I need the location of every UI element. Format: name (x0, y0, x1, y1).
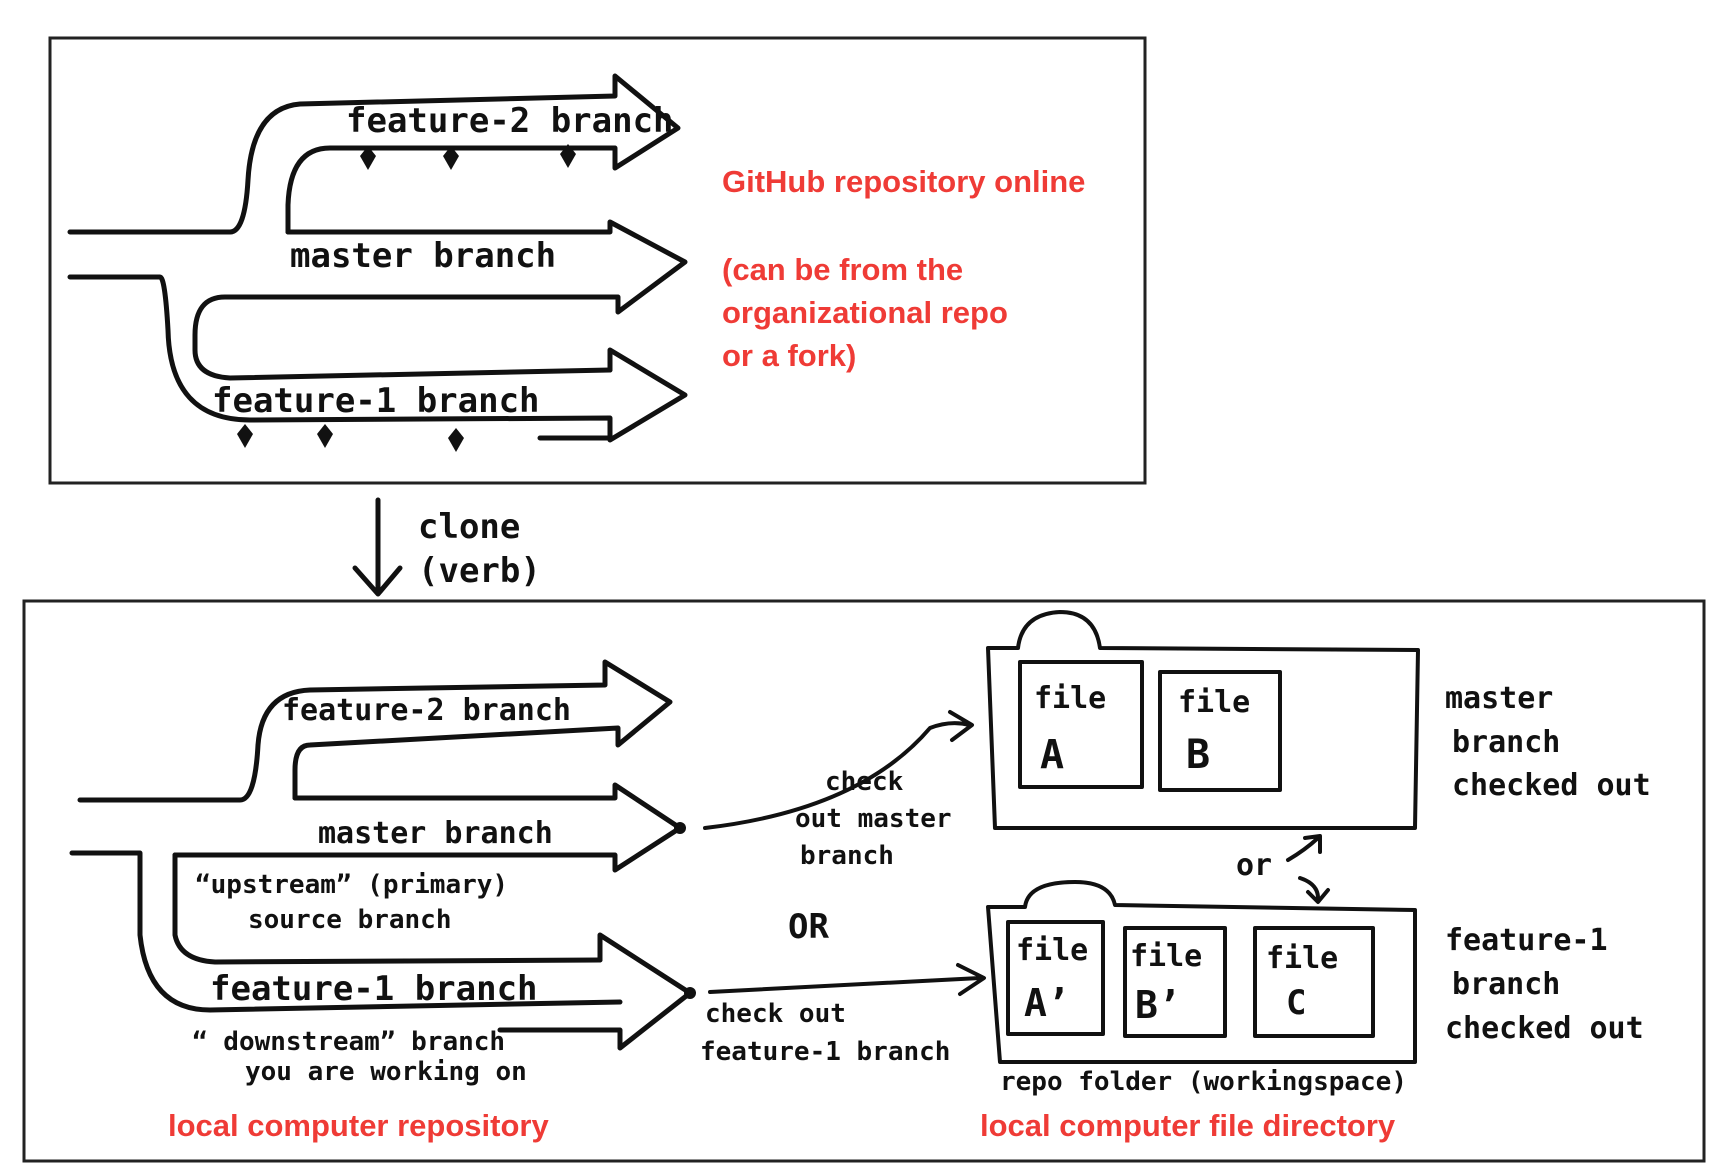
file-b-prime-label: file (1130, 939, 1202, 974)
checkout-master-note-line-3: branch (800, 841, 894, 871)
file-a-label: file (1034, 681, 1106, 716)
checkout-feature1-note-line-1: check out (705, 999, 846, 1029)
file-b-prime-box (1123, 926, 1227, 1038)
remote-panel-frame (48, 36, 1147, 485)
commit-marker-icon (560, 144, 576, 168)
master-side-label-line-2: branch (1452, 725, 1560, 760)
clone-down-arrow-icon (352, 497, 403, 597)
local-master-label: master branch (318, 816, 553, 851)
remote-feature1-commits (237, 424, 464, 452)
commit-marker-icon (443, 146, 459, 170)
feature1-file-b-prime: file B’ (1123, 926, 1227, 1038)
remote-feature1-label: feature-1 branch (212, 381, 540, 421)
local-upstream-note-line-2: source branch (248, 905, 452, 935)
local-repository-panel: feature-2 branch master branch “upstream… (22, 599, 1706, 1163)
switch-up-arrow-icon (1286, 834, 1322, 862)
local-upstream-note-line-1: “upstream” (primary) (195, 870, 508, 900)
local-upstream-branch-loop (69, 850, 623, 1013)
master-file-b: file B (1158, 670, 1282, 792)
master-folder-icon (986, 610, 1420, 830)
local-feature2-branch-arrow (77, 659, 673, 803)
file-b-name: B (1186, 732, 1210, 778)
commit-marker-icon (360, 146, 376, 170)
remote-master-branch-arrow (67, 274, 253, 423)
commit-marker-icon (237, 424, 253, 448)
feature1-file-c: file C (1253, 926, 1375, 1038)
checkout-feature1-note-line-2: feature-1 branch (700, 1037, 950, 1067)
feature1-side-label-line-2: branch (1452, 967, 1560, 1002)
local-master-tip-dot (674, 822, 686, 834)
local-downstream-note-line-1: “ downstream” branch (192, 1027, 505, 1057)
feature1-folder-icon (986, 880, 1417, 1064)
clone-step: clone (verb) (352, 497, 541, 597)
switch-down-arrow-icon (1298, 876, 1330, 904)
file-c-label: file (1266, 941, 1338, 976)
checkout-feature1-arrow (708, 963, 986, 996)
file-a-name: A (1040, 732, 1064, 778)
remote-master-branch-body (192, 219, 688, 381)
local-downstream-note-line-2: you are working on (245, 1057, 527, 1087)
file-directory-caption: local computer file directory (980, 1108, 1396, 1143)
file-a-prime-name: A’ (1024, 981, 1070, 1025)
commit-marker-icon (448, 428, 464, 452)
remote-caption-title: GitHub repository online (722, 164, 1085, 199)
file-directory: file A file B master branch checked out … (980, 610, 1651, 1143)
clone-label-line-1: clone (418, 507, 520, 547)
local-feature1-label: feature-1 branch (210, 969, 538, 1009)
local-feature2-label: feature-2 branch (282, 693, 571, 728)
file-b-box (1158, 670, 1282, 792)
checkout-master-arrow (703, 710, 974, 830)
remote-caption-note-line-2: organizational repo (722, 295, 1008, 330)
feature1-side-label-line-3: checked out (1445, 1011, 1644, 1046)
feature1-side-label-line-1: feature-1 (1445, 923, 1608, 958)
remote-feature2-branch-arrow (67, 73, 681, 235)
remote-caption-note-line-1: (can be from the (722, 252, 963, 287)
repo-folder-caption: repo folder (workingspace) (1000, 1067, 1407, 1097)
commit-marker-icon (317, 424, 333, 448)
remote-feature2-label: feature-2 branch (346, 101, 674, 141)
file-b-label: file (1178, 685, 1250, 720)
remote-caption-note-line-3: or a fork) (722, 338, 856, 373)
directory-or-label: or (1236, 848, 1272, 883)
remote-feature2-commits (360, 144, 576, 170)
file-b-prime-name: B’ (1135, 983, 1181, 1027)
master-side-label-line-3: checked out (1452, 768, 1651, 803)
remote-repository-panel: feature-2 branch master branch feature-1… (48, 36, 1147, 485)
local-feature1-branch-arrow (497, 932, 693, 1051)
master-side-label-line-1: master (1445, 681, 1553, 716)
checkout-master-note-line-1: check (825, 767, 904, 797)
clone-label-line-2: (verb) (418, 551, 541, 591)
local-feature1-tip-dot (684, 987, 696, 999)
file-a-box (1018, 660, 1144, 789)
remote-master-label: master branch (290, 236, 556, 276)
remote-feature1-branch-arrow (247, 347, 688, 443)
checkout-master-note-line-2: out master (795, 804, 952, 834)
checkout-or-label: OR (788, 907, 829, 947)
master-folder: file A file B (986, 610, 1420, 830)
feature1-file-a-prime: file A’ (1006, 920, 1105, 1036)
file-c-name: C (1286, 983, 1306, 1023)
master-file-a: file A (1018, 660, 1144, 789)
file-a-prime-label: file (1016, 933, 1088, 968)
file-a-prime-box (1006, 920, 1105, 1036)
file-c-box (1253, 926, 1375, 1038)
checkout-steps: check out master branch OR check out fea… (700, 710, 986, 1067)
feature1-folder: file A’ file B’ file C (986, 880, 1417, 1064)
local-panel-frame (22, 599, 1706, 1163)
local-repository-caption: local computer repository (168, 1108, 549, 1143)
